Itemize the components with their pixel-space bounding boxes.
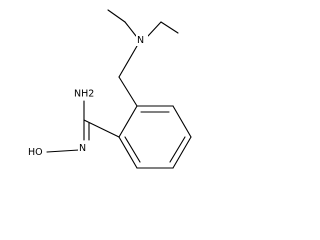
bond-ring-inner-left <box>124 136 141 163</box>
bond-ring-c5-c6 <box>118 136 138 169</box>
oxime-nitrogen-knockout <box>78 143 90 154</box>
oxime-nitrogen-label: N <box>79 143 86 154</box>
amidine-nh2-label: NH2 <box>74 89 94 100</box>
bond-ethyl1-ch2-n <box>124 21 137 37</box>
bond-ring-c2-c3 <box>172 105 192 138</box>
bond-ethyl1-ch3 <box>107 9 126 23</box>
bond-n-oh <box>46 149 80 153</box>
chemical-structure: N NH2 N HO <box>28 9 192 169</box>
bond-benzyl-ch2-ring <box>118 76 138 107</box>
bond-ring-inner-right <box>169 136 186 163</box>
bond-n-benzyl-ch2 <box>118 45 138 78</box>
amine-nitrogen-knockout <box>136 35 148 46</box>
amine-nitrogen-label: N <box>137 35 144 46</box>
bond-ring-amidine-c <box>83 119 120 138</box>
bond-ethyl2-ch3 <box>160 21 179 34</box>
bond-ring-c6-c1 <box>118 105 138 138</box>
bond-n-ethyl2-ch2 <box>147 21 162 37</box>
hydroxyl-label: HO <box>28 147 43 158</box>
bond-ring-c3-c4 <box>172 136 192 169</box>
